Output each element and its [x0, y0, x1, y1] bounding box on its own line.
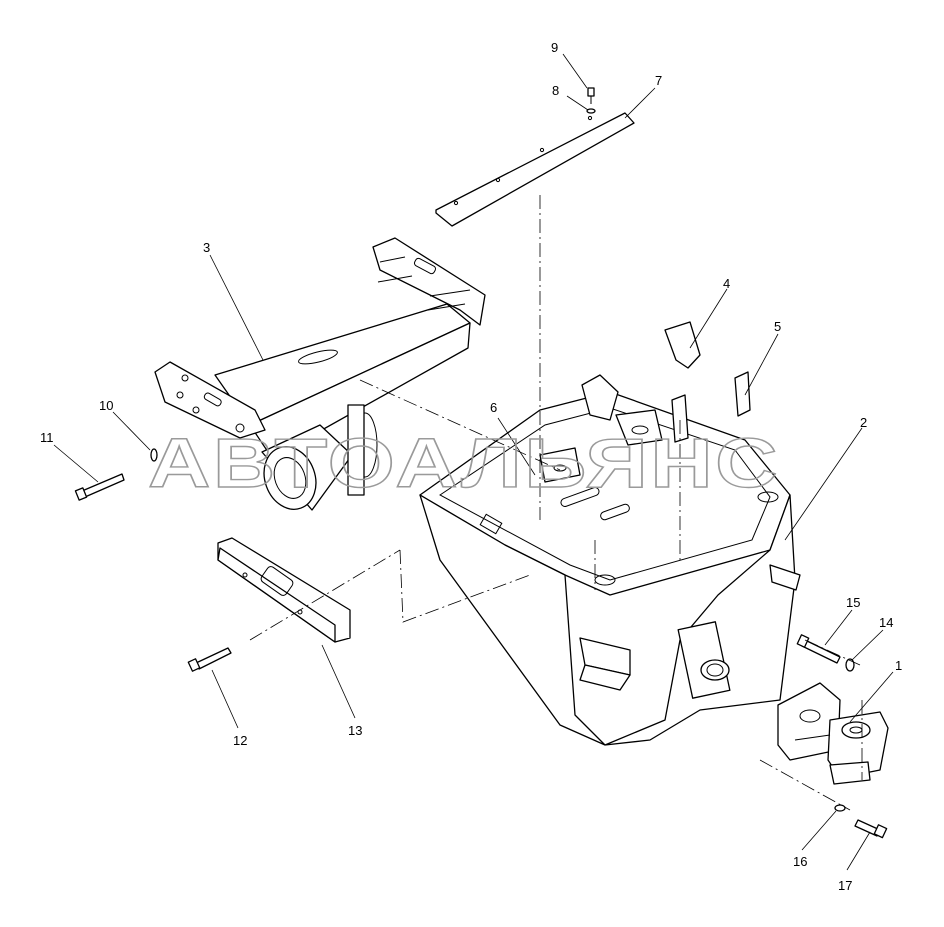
callout-13: 13: [348, 723, 362, 738]
part-7-cover-plate: [435, 112, 635, 227]
part-17-bolt: [854, 819, 888, 839]
callout-5: 5: [774, 319, 781, 334]
watermark-text: АВТОАЛЬЯНС: [148, 424, 780, 502]
callout-9: 9: [551, 40, 558, 55]
callout-15: 15: [846, 595, 860, 610]
part-15-bolt: [796, 634, 841, 664]
assembly-centerlines: [249, 195, 863, 811]
callout-6: 6: [490, 400, 497, 415]
callout-4: 4: [723, 276, 730, 291]
callout-14: 14: [879, 615, 893, 630]
part-9-bolt: [587, 87, 595, 104]
callout-17: 17: [838, 878, 852, 893]
part-2-main-frame: [419, 374, 801, 746]
callout-7: 7: [655, 73, 662, 88]
part-10-washer: [150, 448, 158, 462]
callout-labels: 1 2 3 4 5 6 7 8 9 10 11 12 13 14 15 16 1…: [40, 40, 902, 893]
part-14-washer: [845, 658, 855, 672]
callout-11: 11: [40, 430, 54, 445]
callout-12: 12: [233, 733, 247, 748]
part-5-plate: [734, 371, 751, 417]
callout-1: 1: [895, 658, 902, 673]
leader-lines: [53, 53, 894, 871]
part-4-pad: [664, 321, 701, 369]
part-1-hitch-bracket: [777, 682, 889, 785]
part-12-bolt: [187, 647, 232, 672]
callout-3: 3: [203, 240, 210, 255]
part-8-washer: [586, 108, 596, 114]
part-13-counterweight: [217, 537, 351, 643]
part-16-washer: [834, 804, 846, 812]
callout-8: 8: [552, 83, 559, 98]
callout-16: 16: [793, 854, 807, 869]
part-11-bolt: [74, 473, 125, 501]
callout-10: 10: [99, 398, 113, 413]
callout-2: 2: [860, 415, 867, 430]
part-3-pivot-tube: [154, 237, 486, 511]
